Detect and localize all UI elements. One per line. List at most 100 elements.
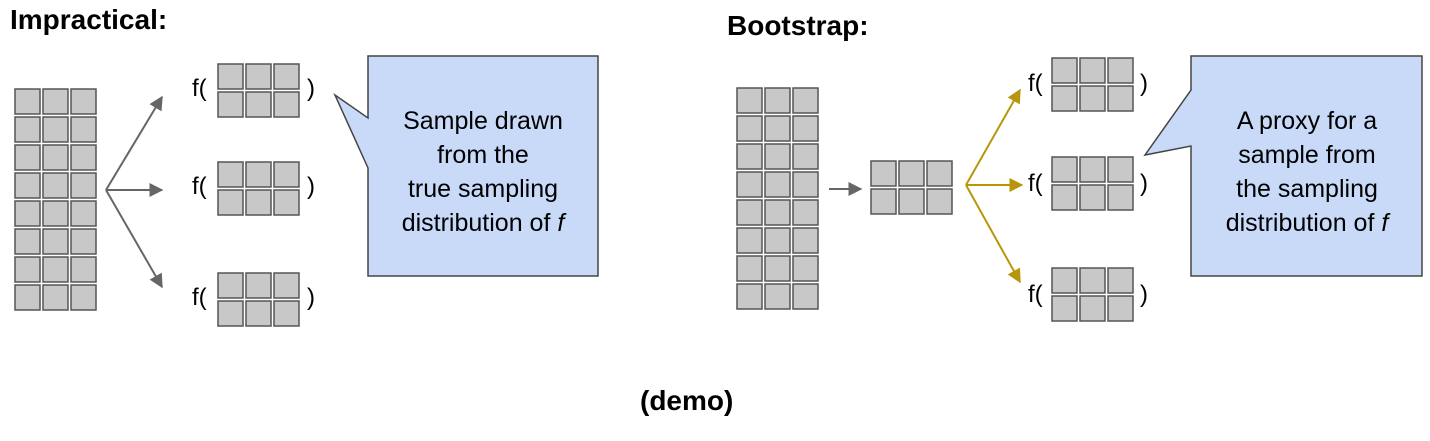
grid-cell bbox=[245, 300, 272, 327]
grid-cell bbox=[1079, 156, 1106, 183]
grid-cell bbox=[1107, 85, 1134, 112]
grid-cell bbox=[14, 88, 41, 115]
grid-cell bbox=[273, 272, 300, 299]
grid-cell bbox=[14, 200, 41, 227]
grid-cell bbox=[273, 91, 300, 118]
grid-cell bbox=[273, 189, 300, 216]
grid-cell bbox=[792, 171, 819, 198]
grid-cell bbox=[70, 200, 97, 227]
grid-cell bbox=[1107, 267, 1134, 294]
grid-cell bbox=[42, 228, 69, 255]
grid-cell bbox=[736, 115, 763, 142]
grid-cell bbox=[42, 256, 69, 283]
grid-cell bbox=[70, 88, 97, 115]
grid-cell bbox=[42, 88, 69, 115]
right-callout-line-4: distribution of f bbox=[1192, 206, 1422, 240]
right-callout-line-1: A proxy for a bbox=[1236, 107, 1378, 135]
left-callout-line-4-text: distribution of bbox=[401, 209, 558, 237]
left-sample-grid-1 bbox=[217, 63, 300, 118]
right-fn-open-1: f( bbox=[1028, 70, 1043, 97]
grid-cell bbox=[764, 283, 791, 310]
grid-cell bbox=[736, 227, 763, 254]
left-fn-close-2: ) bbox=[307, 173, 315, 200]
grid-cell bbox=[14, 116, 41, 143]
grid-cell bbox=[1051, 85, 1078, 112]
right-callout-text: A proxy for a sample from the sampling d… bbox=[1192, 104, 1422, 240]
grid-cell bbox=[70, 144, 97, 171]
callouts-layer bbox=[333, 55, 1423, 277]
grid-cell bbox=[42, 200, 69, 227]
grid-cell bbox=[764, 171, 791, 198]
grid-cell bbox=[898, 188, 925, 215]
right-fn-close-1: ) bbox=[1140, 70, 1148, 97]
left-callout-text: Sample drawn from the true sampling dist… bbox=[368, 104, 598, 240]
right-bootstrap-grid-3 bbox=[1051, 267, 1134, 322]
grid-cell bbox=[736, 87, 763, 114]
right-callout-line-2: sample from bbox=[1238, 141, 1376, 169]
right-callout-italic-f: f bbox=[1381, 209, 1389, 237]
grid-cell bbox=[870, 188, 897, 215]
left-callout-line-2: from the bbox=[437, 141, 529, 169]
right-arrow-up bbox=[965, 88, 1021, 186]
grid-cell bbox=[42, 116, 69, 143]
grid-cell bbox=[1051, 156, 1078, 183]
right-sample-grid bbox=[870, 160, 953, 215]
bootstrap-heading: Bootstrap: bbox=[727, 10, 869, 41]
grid-cell bbox=[1079, 184, 1106, 211]
right-fn-close-2: ) bbox=[1140, 170, 1148, 197]
right-bootstrap-grid-1 bbox=[1051, 57, 1134, 112]
left-callout-line-4: distribution of f bbox=[368, 206, 598, 240]
grids-layer bbox=[14, 57, 1134, 327]
grid-cell bbox=[764, 87, 791, 114]
grid-cell bbox=[736, 143, 763, 170]
impractical-heading: Impractical: bbox=[10, 4, 168, 35]
grid-cell bbox=[898, 160, 925, 187]
grid-cell bbox=[14, 256, 41, 283]
grid-cell bbox=[926, 188, 953, 215]
left-arrow-down bbox=[105, 189, 163, 289]
grid-cell bbox=[1051, 267, 1078, 294]
grid-cell bbox=[764, 255, 791, 282]
left-population-grid bbox=[14, 88, 97, 311]
right-population-grid bbox=[736, 87, 819, 310]
grid-cell bbox=[1107, 57, 1134, 84]
left-callout-italic-f: f bbox=[557, 209, 565, 237]
right-callout-bubble bbox=[1143, 55, 1423, 277]
left-callout-line-1: Sample drawn bbox=[403, 107, 563, 135]
left-fn-close-3: ) bbox=[307, 284, 315, 311]
grid-cell bbox=[1079, 295, 1106, 322]
grid-cell bbox=[792, 115, 819, 142]
grid-cell bbox=[70, 116, 97, 143]
left-sample-grid-3 bbox=[217, 272, 300, 327]
grid-cell bbox=[870, 160, 897, 187]
left-callout-bubble bbox=[333, 55, 599, 277]
grid-cell bbox=[1079, 267, 1106, 294]
right-fn-open-3: f( bbox=[1028, 281, 1043, 308]
left-fn-open-2: f( bbox=[192, 173, 207, 200]
grid-cell bbox=[245, 272, 272, 299]
grid-cell bbox=[245, 161, 272, 188]
grid-cell bbox=[792, 199, 819, 226]
grid-cell bbox=[42, 172, 69, 199]
grid-cell bbox=[736, 171, 763, 198]
grid-cell bbox=[14, 228, 41, 255]
grid-cell bbox=[792, 87, 819, 114]
grid-cell bbox=[926, 160, 953, 187]
demo-label: (demo) bbox=[640, 385, 734, 416]
grid-cell bbox=[736, 283, 763, 310]
grid-cell bbox=[14, 172, 41, 199]
grid-cell bbox=[273, 63, 300, 90]
grid-cell bbox=[792, 227, 819, 254]
grid-cell bbox=[14, 284, 41, 311]
arrows-layer bbox=[105, 88, 1024, 289]
left-sample-grid-2 bbox=[217, 161, 300, 216]
right-arrow-down bbox=[965, 184, 1021, 284]
grid-cell bbox=[736, 255, 763, 282]
grid-cell bbox=[273, 161, 300, 188]
grid-cell bbox=[245, 63, 272, 90]
grid-cell bbox=[217, 63, 244, 90]
grid-cell bbox=[42, 284, 69, 311]
right-callout-line-4-text: distribution of bbox=[1225, 209, 1382, 237]
